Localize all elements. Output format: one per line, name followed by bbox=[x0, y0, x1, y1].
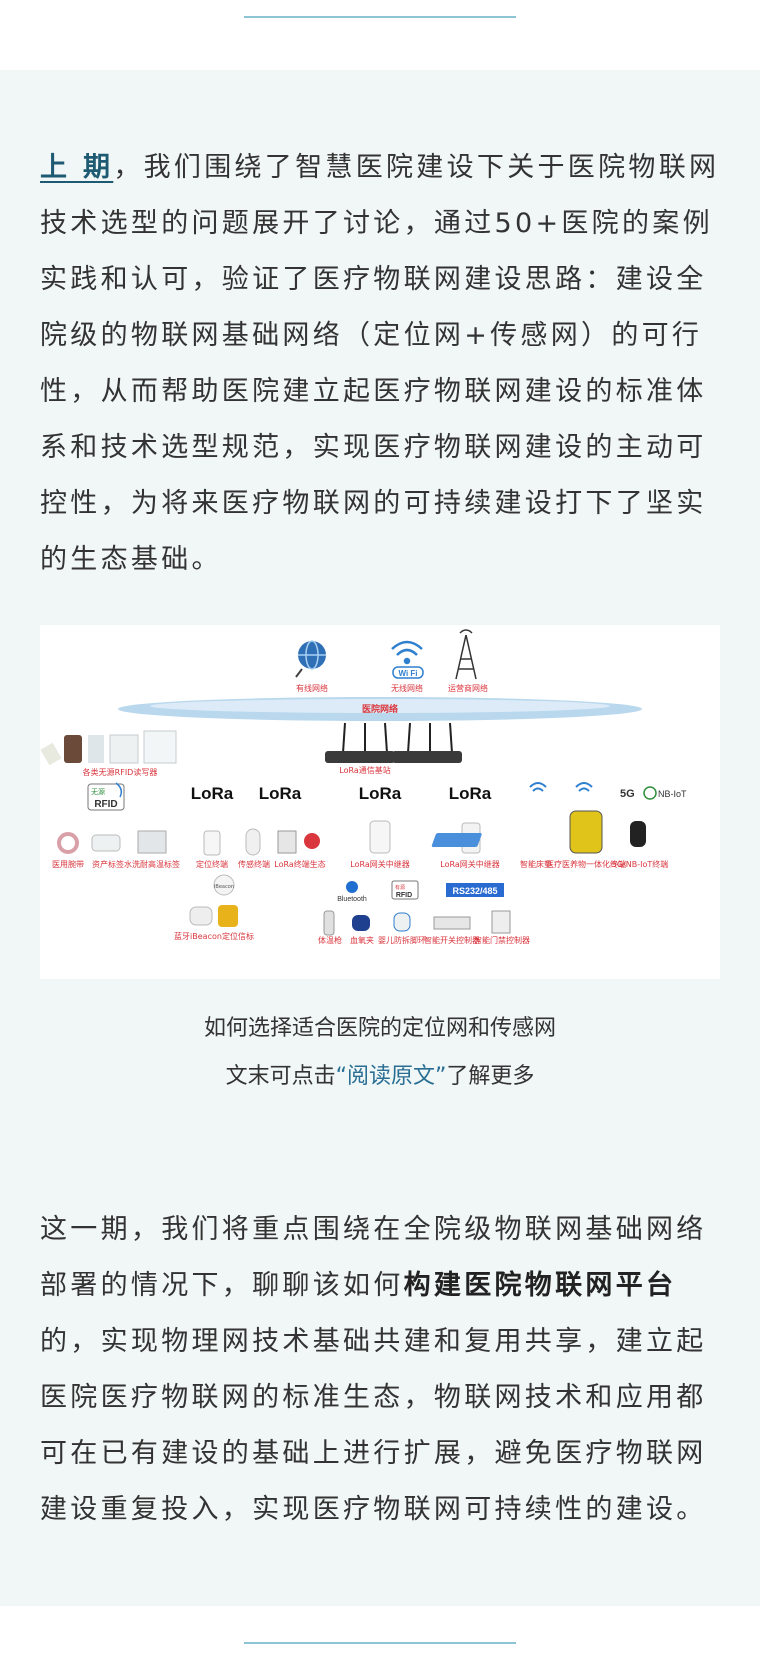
previous-issue-link[interactable]: 上 期 bbox=[40, 152, 114, 183]
wifi-icon-small-2 bbox=[575, 782, 593, 792]
device-label: 定位终端 bbox=[196, 859, 228, 869]
read-more-note: 文末可点击“阅读原文”了解更多 bbox=[225, 1064, 535, 1089]
5g-badge: 5G bbox=[620, 788, 635, 800]
wireless-network-label: 无线网络 bbox=[391, 683, 423, 693]
lora-logo-1: LoRa bbox=[191, 784, 234, 803]
wireless-network-node: Wi Fi 无线网络 bbox=[391, 640, 424, 693]
wifi-badge: Wi Fi bbox=[398, 669, 417, 678]
base-station-label: LoRa通信基站 bbox=[339, 765, 391, 775]
svg-text:RFID: RFID bbox=[94, 799, 117, 810]
device-label: LoRa网关中继器 bbox=[440, 859, 500, 869]
device-label: 水洗耐高温标签 bbox=[124, 859, 180, 869]
device-label: 资产标签 bbox=[92, 859, 124, 869]
device-label: LoRa网关中继器 bbox=[350, 859, 410, 869]
network-diagram-svg: 有线网络 Wi Fi 无线网络 运营商网络 bbox=[40, 629, 687, 945]
passive-rfid-badge: 无源 RFID bbox=[87, 782, 125, 811]
active-rfid-badge: 有源 RFID bbox=[391, 880, 419, 900]
device-label: 5G/NB-IoT终端 bbox=[612, 859, 668, 869]
device-row bbox=[57, 810, 646, 856]
lora-logo-3: LoRa bbox=[359, 784, 402, 803]
wifi-icon-small-1 bbox=[529, 782, 547, 792]
ibeacon-group: iBeacon 蓝牙iBeacon定位信标 bbox=[174, 874, 254, 941]
hospital-network-label: 医院网络 bbox=[362, 703, 398, 715]
lora-logo-4: LoRa bbox=[449, 784, 492, 803]
rfid-reader-label: 各类无源RFID读写器 bbox=[83, 767, 158, 777]
hospital-network-cloud: 医院网络 bbox=[118, 697, 642, 721]
wired-network-label: 有线网络 bbox=[296, 683, 328, 693]
lora-base-station: LoRa通信基站 bbox=[325, 722, 462, 775]
device-label: 传感终端 bbox=[238, 859, 270, 869]
lora-logo-2: LoRa bbox=[259, 784, 302, 803]
svg-text:有源: 有源 bbox=[395, 884, 405, 891]
bottom-device-label: 体温枪 bbox=[318, 935, 342, 945]
nb-iot-icon bbox=[643, 786, 657, 800]
device-label: 医用腕带 bbox=[52, 859, 84, 869]
device-label: LoRa终端生态 bbox=[274, 859, 326, 869]
wired-network-node: 有线网络 bbox=[295, 640, 328, 693]
bottom-devices bbox=[323, 910, 511, 936]
cell-tower-icon bbox=[455, 629, 477, 680]
intro-text: ，我们围绕了智慧医院建设下关于医院物联网技术选型的问题展开了讨论，通过50+医院… bbox=[40, 152, 720, 575]
bottom-device-label: 婴儿防拆脚环 bbox=[378, 935, 426, 945]
top-divider bbox=[244, 16, 516, 18]
figure-caption: 如何选择适合医院的定位网和传感网 bbox=[203, 1016, 556, 1041]
bluetooth-icon bbox=[346, 881, 358, 893]
svg-text:RFID: RFID bbox=[396, 892, 412, 899]
nb-iot-badge: NB-IoT bbox=[658, 789, 687, 799]
device-label: 智能床垫 bbox=[520, 859, 552, 869]
read-original-link[interactable]: “阅读原文” bbox=[335, 1064, 447, 1089]
rfid-readers: 各类无源RFID读写器 bbox=[40, 730, 177, 777]
bluetooth-badge: Bluetooth bbox=[337, 881, 367, 903]
bottom-device-label: 血氧夹 bbox=[350, 935, 374, 945]
svg-text:iBeacon: iBeacon bbox=[214, 884, 234, 890]
device-label: 医疗医养物一体化终端 bbox=[546, 859, 626, 869]
svg-text:无源: 无源 bbox=[91, 787, 105, 796]
rs232-badge: RS232/485 bbox=[446, 883, 504, 897]
network-diagram: 有线网络 Wi Fi 无线网络 运营商网络 bbox=[40, 625, 720, 979]
ibeacon-label: 蓝牙iBeacon定位信标 bbox=[174, 931, 254, 941]
body-paragraph: 这一期，我们将重点围绕在全院级物联网基础网络部署的情况下，聊聊该如何构建医院物联… bbox=[40, 1214, 707, 1525]
bottom-device-label: 智能门禁控制器 bbox=[474, 935, 530, 945]
svg-text:RS232/485: RS232/485 bbox=[452, 886, 497, 896]
bottom-divider bbox=[244, 1642, 516, 1644]
carrier-network-label: 运营商网络 bbox=[448, 683, 488, 693]
intro-paragraph: 上 期，我们围绕了智慧医院建设下关于医院物联网技术选型的问题展开了讨论，通过50… bbox=[40, 140, 720, 588]
carrier-network-node: 运营商网络 bbox=[448, 629, 488, 693]
wifi-icon bbox=[391, 640, 423, 665]
bottom-device-label: 智能开关控制器 bbox=[424, 935, 480, 945]
platform-highlight: 构建医院物联网平台 bbox=[403, 1270, 677, 1301]
svg-text:Bluetooth: Bluetooth bbox=[337, 896, 367, 903]
